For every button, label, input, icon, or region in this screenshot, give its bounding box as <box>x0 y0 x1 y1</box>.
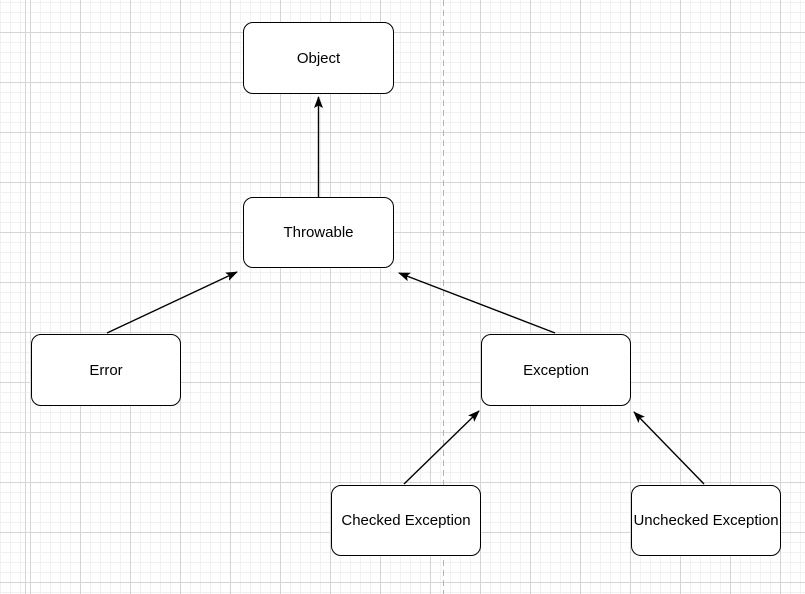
node-exception[interactable]: Exception <box>481 334 631 406</box>
node-checked-exception[interactable]: Checked Exception <box>331 485 481 556</box>
node-object-label: Object <box>296 49 341 67</box>
edge-error-to-throwable[interactable] <box>106 271 238 334</box>
edge-exception-to-throwable[interactable] <box>398 272 556 334</box>
node-unchecked-exception[interactable]: Unchecked Exception <box>631 485 781 556</box>
edge-checked-exception-to-exception[interactable] <box>403 410 480 485</box>
node-throwable-label: Throwable <box>283 224 354 241</box>
node-error[interactable]: Error <box>31 334 181 406</box>
node-error-label: Error <box>89 361 123 379</box>
node-object[interactable]: Object <box>243 22 394 94</box>
node-unchecked-exception-label: Unchecked Exception <box>633 512 779 529</box>
node-checked-exception-label: Checked Exception <box>341 512 471 529</box>
edge-unchecked-exception-to-exception[interactable] <box>633 411 705 485</box>
node-exception-label: Exception <box>523 361 589 379</box>
node-throwable[interactable]: Throwable <box>243 197 394 268</box>
